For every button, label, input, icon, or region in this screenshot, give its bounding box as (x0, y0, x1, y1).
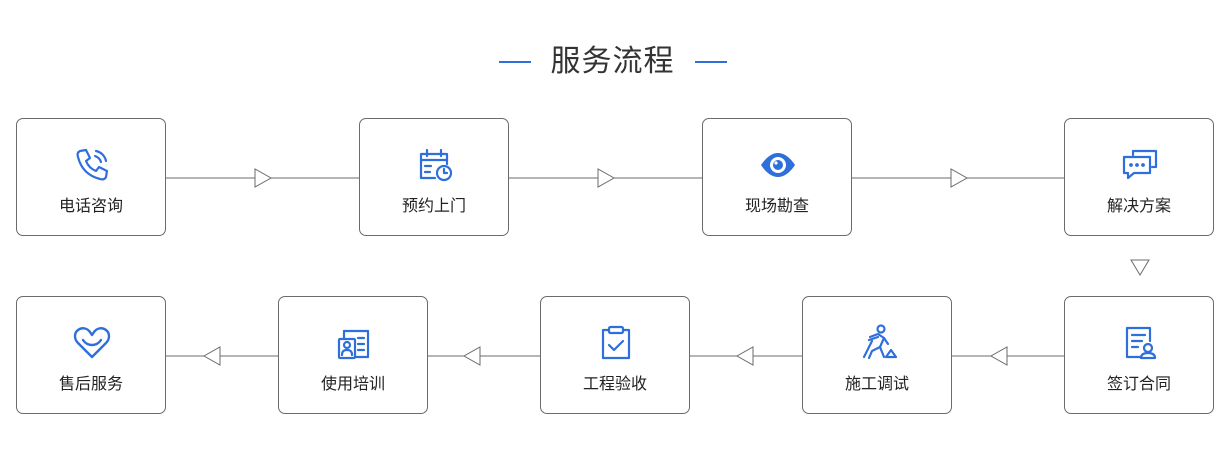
step-card-training: 使用培训 (278, 296, 428, 414)
heart-icon (72, 323, 112, 363)
step-label: 电话咨询 (58, 196, 123, 215)
phone-icon (72, 145, 112, 185)
step-card-sign-contract: 签订合同 (1064, 296, 1214, 414)
step-label: 售后服务 (58, 374, 123, 393)
connector-7-8 (428, 345, 540, 367)
step-card-acceptance: 工程验收 (540, 296, 690, 414)
step-card-solution: 解决方案 (1064, 118, 1214, 236)
chat-bubbles-icon (1120, 145, 1160, 185)
step-card-construction: 施工调试 (802, 296, 952, 414)
connector-4-5 (1129, 258, 1151, 276)
step-card-after-sales: 售后服务 (16, 296, 166, 414)
id-card-icon (334, 323, 374, 363)
page-title: 服务流程 (550, 44, 675, 79)
step-label: 工程验收 (582, 374, 647, 393)
connector-5-6 (952, 345, 1064, 367)
step-label: 施工调试 (844, 374, 909, 393)
contract-icon (1120, 323, 1160, 363)
connector-3-4 (852, 167, 1064, 189)
eye-icon (758, 145, 798, 185)
title-left-line (498, 61, 531, 63)
step-card-phone-consult: 电话咨询 (16, 118, 166, 236)
clipboard-check-icon (596, 323, 636, 363)
calendar-clock-icon (415, 145, 455, 185)
worker-shovel-icon (858, 323, 898, 363)
step-card-site-survey: 现场勘查 (702, 118, 852, 236)
step-label: 预约上门 (401, 196, 466, 215)
step-label: 解决方案 (1106, 196, 1171, 215)
connector-1-2 (166, 167, 359, 189)
connector-2-3 (509, 167, 702, 189)
step-card-appointment: 预约上门 (359, 118, 509, 236)
step-label: 使用培训 (320, 374, 385, 393)
title-right-line (694, 61, 727, 63)
title-row: 服务流程 (0, 40, 1225, 84)
step-label: 现场勘查 (744, 196, 809, 215)
connector-6-7 (690, 345, 802, 367)
connector-8-9 (166, 345, 278, 367)
step-label: 签订合同 (1106, 374, 1171, 393)
